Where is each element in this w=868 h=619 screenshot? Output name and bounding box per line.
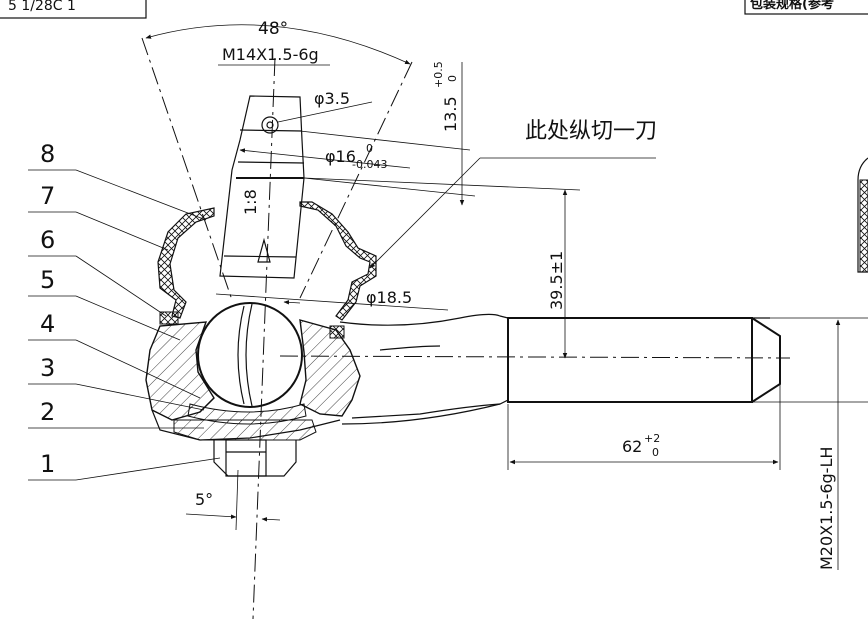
- partial-view-right: [857, 157, 868, 273]
- cut-annotation: 此处纵切一刀: [369, 119, 657, 269]
- thread-top-label: M14X1.5-6g: [222, 45, 319, 64]
- part-label-8: 8: [40, 140, 55, 168]
- part-labels: 8 7 6 5 4 3 2 1: [28, 140, 221, 481]
- shaft-dia-tol-lower: -0.043: [352, 158, 387, 171]
- shaft-dia-tol-upper: 0: [366, 142, 373, 155]
- cotter-hole: [261, 116, 279, 134]
- part-label-7: 7: [40, 182, 55, 210]
- angle-48-dimension: 48°: [145, 19, 411, 65]
- ball-dia-dimension: φ18.5: [215, 288, 449, 311]
- part-label-2: 2: [40, 398, 55, 426]
- part-label-5: 5: [40, 266, 55, 294]
- part-label-3: 3: [40, 354, 55, 382]
- tie-rod-arm: [339, 313, 781, 425]
- height-main-label: 39.5±1: [547, 251, 566, 310]
- height-top-dimension: 13.5 +0.5 0: [299, 61, 476, 206]
- ball: [197, 302, 303, 408]
- dust-boot: [157, 201, 377, 339]
- height-main-dimension: 39.5±1: [303, 177, 581, 359]
- length-dimension: 62 +2 0: [507, 384, 781, 470]
- part-label-6: 6: [40, 226, 55, 254]
- shaft-dia-label: φ16: [325, 147, 356, 166]
- length-label: 62: [622, 437, 642, 456]
- part-label-4: 4: [40, 310, 55, 338]
- height-top-tol-lower: 0: [446, 75, 459, 82]
- hole-dia-label: φ3.5: [314, 89, 350, 108]
- height-top-label: 13.5: [441, 96, 460, 132]
- housing: [145, 302, 361, 477]
- threaded-shank: [507, 317, 753, 403]
- length-tol-lower: 0: [652, 446, 659, 459]
- length-tol-upper: +2: [644, 432, 660, 445]
- angle-bottom-label: 5°: [195, 490, 213, 509]
- corner-box-right: 包装规格(参考: [744, 0, 868, 15]
- ball-stud: 1:8: [219, 95, 305, 279]
- thread-side-dimension: M20X1.5-6g-LH: [752, 317, 868, 570]
- taper-label: 1:8: [241, 189, 260, 215]
- thread-side-label: M20X1.5-6g-LH: [817, 447, 836, 570]
- shaft-dia-dimension: φ16 0 -0.043: [239, 142, 411, 171]
- corner-left-text: 5 1/28C 1: [8, 0, 76, 14]
- corner-right-text: 包装规格(参考: [750, 0, 834, 12]
- part-label-1: 1: [40, 450, 55, 478]
- height-top-tol-upper: +0.5: [432, 61, 445, 88]
- angle-48-label: 48°: [258, 19, 288, 39]
- hole-dim: φ3.5: [277, 89, 373, 123]
- ball-dia-label: φ18.5: [366, 288, 412, 307]
- angle-bottom-dimension: 5°: [185, 469, 281, 531]
- corner-box-left: 5 1/28C 1: [0, 0, 147, 19]
- cut-annotation-text: 此处纵切一刀: [525, 119, 657, 144]
